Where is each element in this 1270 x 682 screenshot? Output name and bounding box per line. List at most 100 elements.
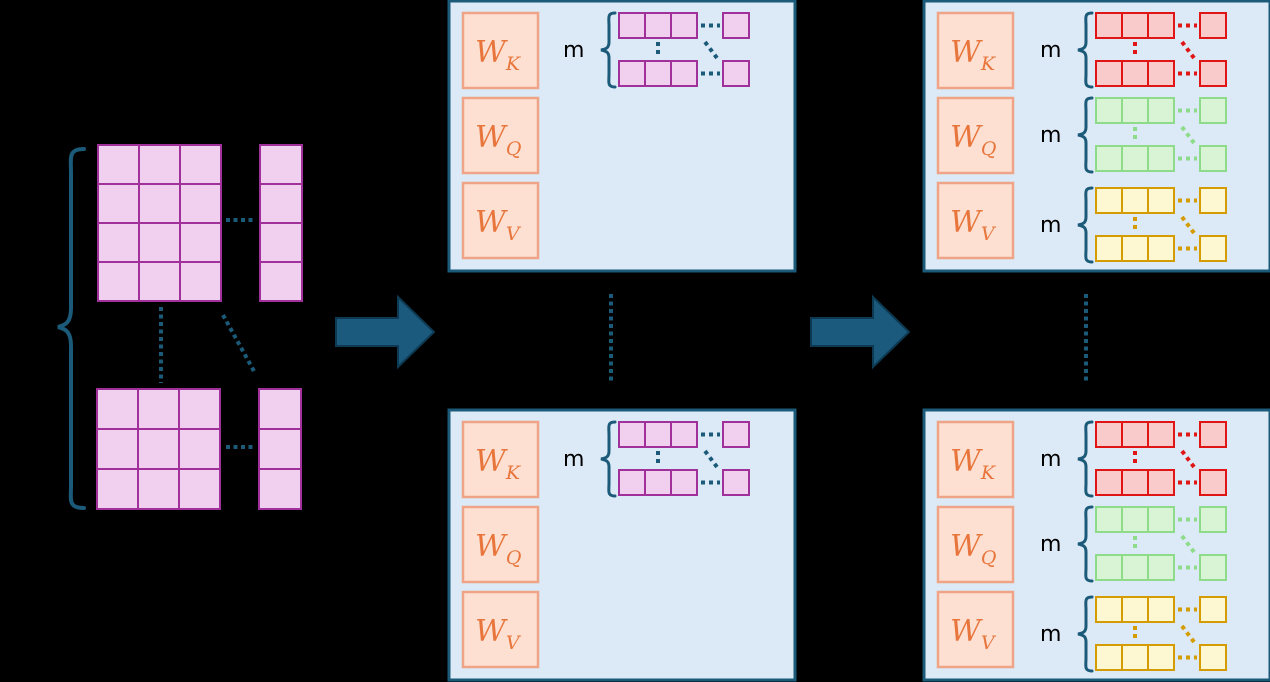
key-vectors-input: m: [563, 420, 750, 498]
vector-cell: [670, 469, 698, 496]
vector-cell: [1095, 506, 1123, 533]
vector-cell-last: [1199, 235, 1227, 262]
vector-dots-diagonal: [1180, 624, 1196, 644]
weight-q-label: WQ: [950, 529, 996, 569]
vector-cell-last: [1199, 60, 1227, 87]
left-brace-icon: [1077, 420, 1094, 498]
vector-cell: [618, 421, 646, 448]
key-vectors: m: [1040, 11, 1227, 89]
vector-cell: [1095, 12, 1123, 39]
weight-k-label: WK: [950, 444, 997, 484]
vector-cell: [644, 12, 672, 39]
attention-block-right-bottom: WK WQ WV m m m: [922, 408, 1270, 682]
weight-q-label: WQ: [475, 120, 521, 160]
vector-cell: [1121, 60, 1149, 87]
vector-cell: [1095, 187, 1123, 214]
input-stack: [57, 144, 303, 510]
input-cell: [97, 144, 140, 185]
vector-cell: [670, 421, 698, 448]
weight-k-rect: [461, 11, 540, 90]
weight-v-label: WV: [475, 614, 522, 654]
right-arrow-icon: [335, 294, 436, 370]
weight-v-box: WV: [461, 590, 540, 669]
weight-k-box: WK: [461, 11, 540, 90]
m-label: m: [1040, 447, 1061, 472]
input-column-top: [259, 144, 303, 302]
input-cell: [97, 261, 140, 302]
weight-q-rect: [461, 505, 540, 584]
vector-cell: [1095, 469, 1123, 496]
vector-cell-last: [722, 60, 750, 87]
input-cell: [138, 261, 181, 302]
weight-q-box: WQ: [936, 505, 1015, 584]
vector-cell: [1121, 187, 1149, 214]
weight-q-rect: [936, 505, 1015, 584]
vector-dots-diagonal: [703, 449, 719, 469]
weight-k-box: WK: [461, 420, 540, 499]
vector-cell-last: [1199, 644, 1227, 671]
vector-cell: [1121, 235, 1149, 262]
vector-cell: [1147, 644, 1175, 671]
m-label: m: [1040, 532, 1061, 557]
input-cell: [259, 183, 303, 224]
vector-dots-diagonal: [703, 40, 719, 60]
vector-cell: [1121, 554, 1149, 581]
left-brace-icon: [1077, 595, 1094, 673]
value-vectors: m: [1040, 595, 1227, 673]
weight-v-box: WV: [461, 181, 540, 260]
input-cell: [258, 388, 302, 430]
vector-cell: [618, 60, 646, 87]
vector-cell: [644, 421, 672, 448]
vector-cell-last: [722, 12, 750, 39]
weight-k-label: WK: [475, 35, 522, 75]
vector-cell: [1121, 421, 1149, 448]
weight-k-box: WK: [936, 420, 1015, 499]
input-cell: [179, 183, 222, 224]
vector-dots-diagonal: [1180, 125, 1196, 145]
input-cell: [258, 428, 302, 470]
m-label: m: [1040, 123, 1061, 148]
vector-cell: [1095, 644, 1123, 671]
left-brace-icon: [1077, 96, 1094, 174]
weight-v-rect: [461, 181, 540, 260]
vector-cell: [644, 60, 672, 87]
input-cell: [178, 468, 221, 510]
weight-v-label: WV: [950, 614, 997, 654]
vector-cell-last: [1199, 469, 1227, 496]
input-cell: [137, 468, 180, 510]
input-cell: [259, 222, 303, 263]
input-cell: [97, 222, 140, 263]
vector-cell-last: [1199, 506, 1227, 533]
vector-cell: [1095, 60, 1123, 87]
weight-k-label: WK: [950, 35, 997, 75]
input-left-brace-icon: [57, 147, 86, 510]
left-brace-icon: [600, 420, 617, 498]
weight-k-rect: [936, 420, 1015, 499]
query-vectors: m: [1040, 96, 1227, 174]
m-label: m: [1040, 38, 1061, 63]
vector-dots-diagonal: [1180, 215, 1196, 235]
left-brace-icon: [1077, 505, 1094, 583]
vector-cell: [1147, 235, 1175, 262]
input-cell: [138, 183, 181, 224]
vector-cell: [1147, 421, 1175, 448]
vector-cell: [1095, 421, 1123, 448]
input-cell: [96, 388, 139, 430]
weight-k-rect: [461, 420, 540, 499]
m-label: m: [1040, 622, 1061, 647]
input-cell: [179, 144, 222, 185]
vector-cell: [1121, 644, 1149, 671]
vector-cell: [1121, 469, 1149, 496]
vector-cell: [1095, 97, 1123, 124]
vector-cell: [1095, 554, 1123, 581]
vector-cell: [1121, 596, 1149, 623]
weight-v-rect: [936, 590, 1015, 669]
left-brace-icon: [1077, 11, 1094, 89]
vector-cell: [644, 469, 672, 496]
weight-q-box: WQ: [461, 505, 540, 584]
left-brace-icon: [600, 11, 617, 89]
